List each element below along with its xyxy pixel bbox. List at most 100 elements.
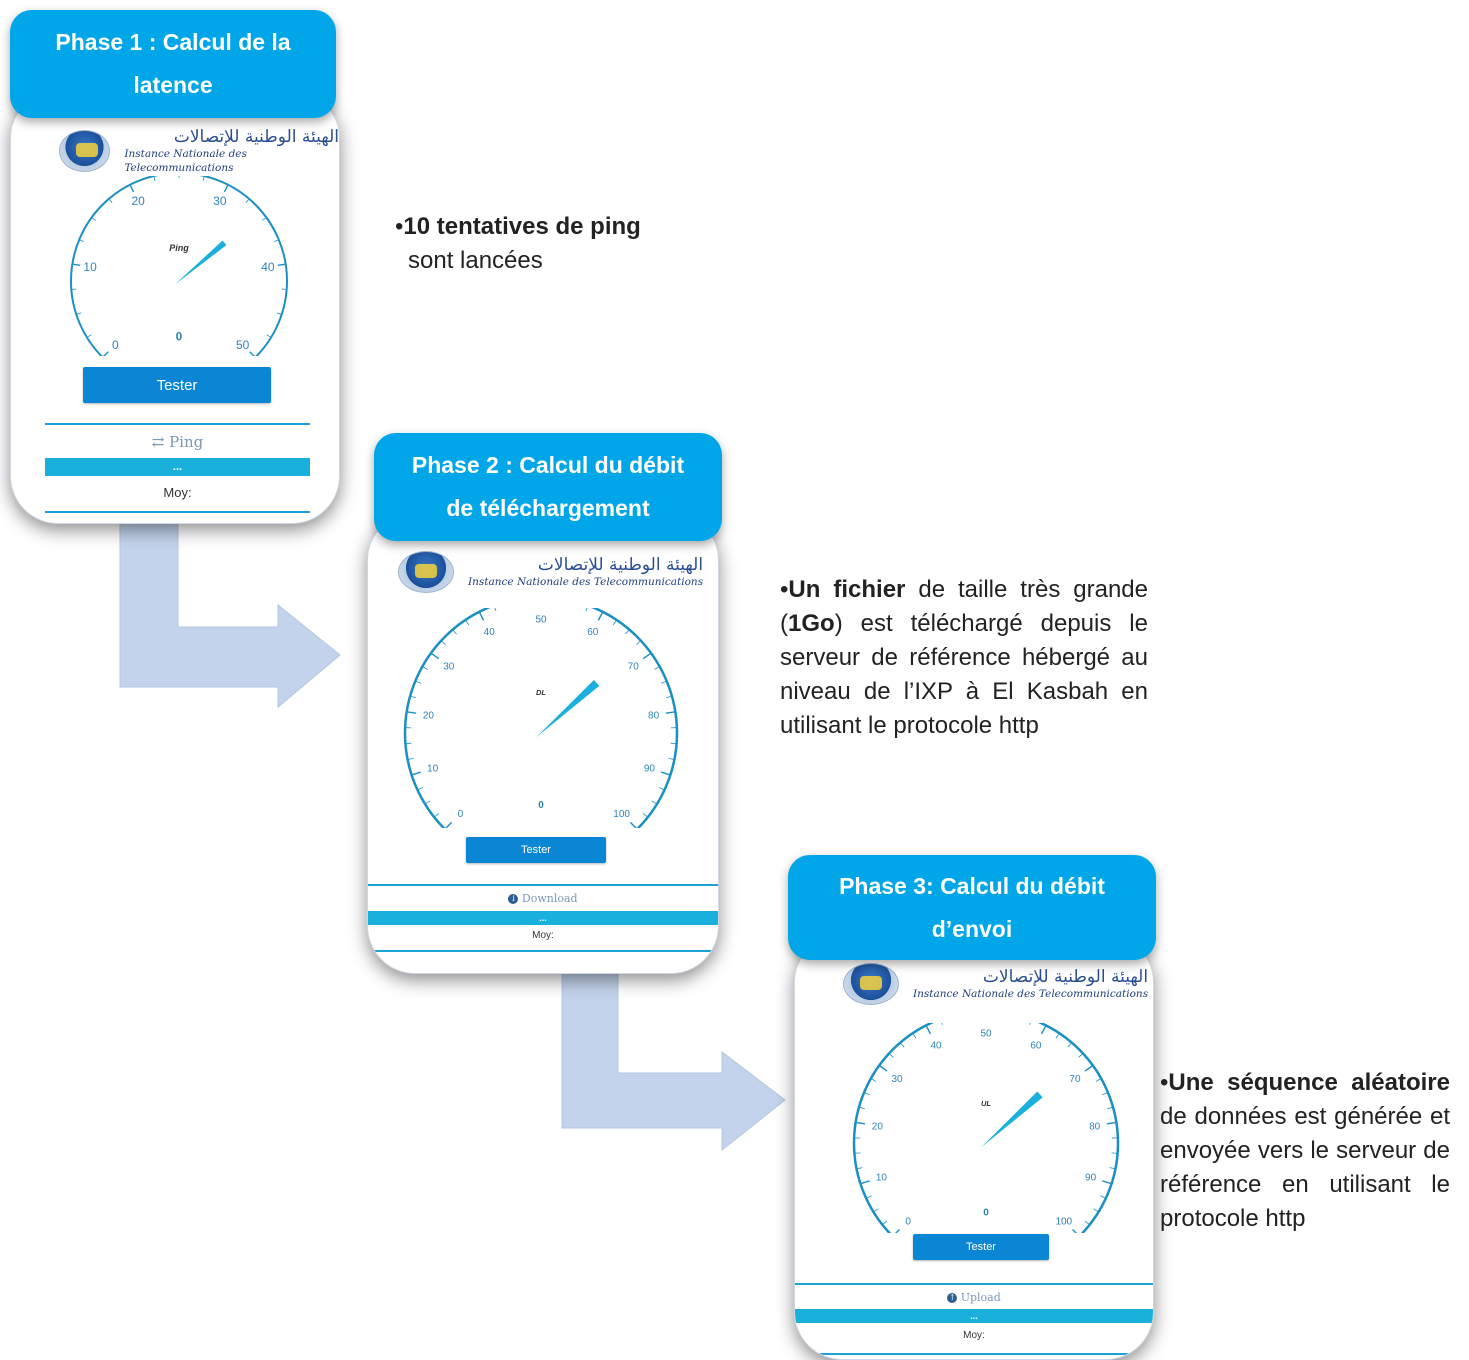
gauge-needle [981,1091,1043,1148]
gauge-tick-label: 40 [484,627,496,638]
gauge-minor-tick [434,813,440,817]
gauge-minor-tick [859,1107,865,1110]
gauge-minor-tick [882,1220,888,1225]
gauge-tick-label: 80 [1089,1121,1101,1132]
section-rule-top [368,884,718,886]
upload-circle-icon: ↑ [947,1293,958,1303]
gauge-tick-label: 50 [236,338,250,352]
gauge-minor-tick [654,666,659,670]
file-text: Un fichier [788,576,906,603]
phase-1-description: •10 tentatives de ping sont lancées [395,210,715,278]
gauge-minor-tick [1029,1023,1031,1025]
gauge-major-tick [629,821,637,828]
section-rule-top [45,423,310,425]
gauge-minor-tick [1078,1053,1083,1058]
upload-label-text: Upload [960,1291,1001,1304]
gauge-minor-tick [1093,1208,1098,1212]
upload-description-rest: de données est générée et envoyée vers l… [1160,1103,1450,1232]
section-rule-bottom [45,511,310,513]
gauge-minor-tick [441,641,446,646]
phase-3-title-line2: d’envoi [931,915,1013,942]
gauge-tick-label: 0 [458,809,464,820]
flow-arrow-2 [561,968,786,1152]
upload-progress-bar: ... [795,1309,1153,1323]
ping-progress-bar: ... [45,458,310,476]
phase-1-title: Phase 1 : Calcul de la latence [55,29,291,98]
gauge-minor-tick [416,680,422,684]
gauge-tick-label: 90 [644,764,656,775]
gauge-minor-tick [642,813,648,817]
gauge-minor-tick [423,666,428,670]
gauge-minor-tick [465,620,470,626]
phase-2-title-line2: de téléchargement [446,495,650,521]
gauge-minor-tick [864,1092,870,1096]
section-rule-bottom [795,1353,1153,1355]
ping-attempts-rest: sont lancées [408,247,543,274]
gauge-minor-tick [874,1208,879,1212]
gauge-needle [535,679,600,738]
download-section-label[interactable]: ↓ Download [368,891,718,907]
gauge-major-tick [249,351,255,356]
ping-section-label[interactable]: ⇄ Ping [151,433,204,451]
gauge-minor-tick [625,630,629,635]
section-rule-bottom [368,950,718,952]
gauge-minor-tick [1102,1092,1108,1096]
gauge-tick-label: 10 [427,764,439,775]
gauge-major-tick [407,711,417,714]
gauge-minor-tick [651,800,657,804]
gauge-tick-label: 0 [905,1216,911,1227]
gauge-tick-label: 20 [131,194,145,208]
tester-button[interactable]: Tester [83,367,271,403]
gauge-major-tick [103,351,109,356]
inpt-logo: الهيئة الوطنية للإتصالات Instance Nation… [843,963,1148,1005]
gauge-major-tick [223,185,229,193]
gauge-tick-label: 20 [423,711,435,722]
phase-1-banner: Phase 1 : Calcul de la latence [10,10,336,118]
bullet: • [1160,1069,1169,1096]
gauge-unit-label: DL [536,688,546,697]
tester-button[interactable]: Tester [466,837,606,863]
phase-3-description: •Une séquence aléatoire de données est g… [1160,1066,1450,1236]
logo-french-text: Instance Nationale des Telecommunication… [468,576,704,588]
gauge-minor-tick [612,620,617,626]
gauge-minor-tick [87,334,92,338]
download-description-rest: ) est téléchargé depuis le serveur de ré… [780,610,1148,739]
download-label-text: Download [521,892,578,905]
gauge-minor-tick [92,217,96,221]
inpt-emblem-icon [59,130,111,172]
bullet: • [395,213,404,240]
gauge-unit-label: UL [981,1099,991,1108]
gauge-tick-label: 50 [980,1029,992,1040]
gauge-major-tick [412,771,422,776]
phase-2-title-line1: Phase 2 : Calcul du débit [411,452,685,478]
logo-french-text: Instance Nationale des Telecommunication… [913,988,1149,1000]
gauge-major-tick [1102,1180,1111,1185]
gauge-major-tick [660,771,670,776]
tester-button[interactable]: Tester [913,1234,1049,1260]
phone-mockup-ping: الهيئة الوطنية للإتصالات Instance Nation… [10,90,340,524]
gauge-minor-tick [889,1053,894,1058]
flow-arrow-1 [119,515,341,709]
gauge-value: 0 [176,329,183,343]
inpt-emblem-icon [398,551,454,593]
section-rule-top [795,1283,1153,1285]
gauge-major-tick [925,1025,932,1035]
gauge-minor-tick [202,176,205,181]
gauge-minor-tick [266,334,271,338]
gauge-tick-label: 10 [876,1172,888,1183]
gauge-major-tick [879,1065,888,1072]
gauge-minor-tick [1084,1220,1090,1225]
gauge-major-tick [597,612,603,621]
gauge-tick-label: 60 [587,627,599,638]
gauge-minor-tick [871,1078,877,1082]
gauge-tick-label: 30 [443,661,455,672]
average-label: Moy: [963,1330,985,1341]
gauge-minor-tick [408,757,414,760]
gauge-tick-label: 100 [613,809,630,820]
upload-section-label[interactable]: ↑ Upload [795,1290,1153,1306]
gauge-tick-label: 30 [891,1074,903,1085]
gauge-major-tick [895,1229,900,1233]
gauge-major-tick [861,1180,870,1185]
